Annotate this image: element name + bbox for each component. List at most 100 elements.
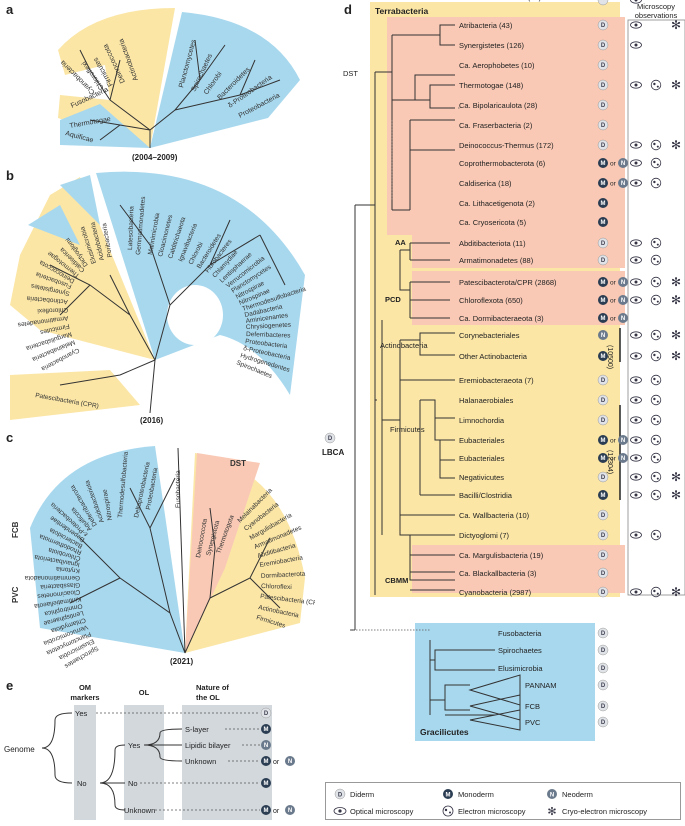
electron-microscopy-icon-dot1 (653, 353, 656, 357)
taxon-row: Halanaerobiales D (459, 394, 662, 406)
legend-optical-icon (333, 807, 347, 815)
c-taxon-blue-14: Gemmatimonadota (24, 574, 80, 581)
membrane-badge: D (601, 553, 606, 559)
taxon-row: Armatimonadetes (88)D (459, 254, 662, 266)
taxon-name: Halanaerobiales (459, 396, 513, 405)
membrane-badge-2-circle (618, 295, 628, 305)
node-dst: DST (343, 69, 358, 78)
electron-microscopy-icon-dot2 (656, 243, 659, 246)
microscopy-title-1: Microscopy (637, 2, 675, 11)
taxon-name: Eubacteriales (459, 436, 505, 445)
optical-microscopy-icon-pupil (634, 0, 638, 2)
panel-c-dst-wedge (185, 453, 260, 653)
panel-a-blue-wedge (150, 12, 300, 148)
electron-microscopy-icon-dot2 (656, 458, 659, 461)
optical-microscopy-icon (630, 21, 642, 29)
microscopy-title-2: observations (635, 11, 678, 20)
b-taxon-blue-19: Deferribacteres (246, 331, 291, 340)
membrane-badge-2-circle (618, 435, 628, 445)
optical-microscopy-icon (630, 376, 642, 384)
membrane-badge-circle (597, 471, 609, 483)
or-text: or (610, 298, 617, 305)
electron-microscopy-icon-dot1 (653, 180, 656, 184)
electron-microscopy-icon (650, 414, 662, 426)
panel-d-tree: Terrabacteria Gracilicutes Microscopy ob… (322, 0, 685, 741)
taxon-row: Ca. Melainabacteria (58)D (459, 0, 642, 6)
membrane-badge: D (601, 398, 606, 404)
taxon-name: Eremiobacteraeota (7) (459, 376, 534, 385)
optical-microscopy-icon (630, 141, 642, 149)
optical-microscopy-icon-pupil (634, 181, 638, 185)
membrane-badge-2: N (621, 456, 625, 462)
graci-taxon-name: PANNAM (525, 681, 557, 690)
legend-electron: Electron microscopy (458, 807, 526, 816)
membrane-badge: D (601, 241, 606, 247)
taxon-row: Ca. Lithacetigenota (2)M (459, 198, 608, 208)
electron-microscopy-icon-dot1 (653, 142, 656, 146)
membrane-badge: D (601, 631, 606, 637)
membrane-badge: N (601, 333, 605, 339)
dst-box (387, 17, 625, 235)
panel-b-yellow-outer (10, 370, 140, 420)
taxon-row: Atribacteria (43)D✻ (459, 18, 681, 32)
membrane-badge-circle (598, 435, 608, 445)
membrane-badge-circle (597, 509, 609, 521)
e-yes-ol: Yes (128, 741, 140, 750)
legend-cryo: Cryo-electron microscopy (562, 807, 647, 816)
panel-a-years: (2004–2009) (132, 153, 178, 162)
membrane-badge: D (601, 63, 606, 69)
e-head-nature-2: the OL (196, 693, 220, 702)
electron-microscopy-icon-dot2 (656, 356, 659, 359)
e-col-nature (182, 705, 272, 820)
e-badge-d: D (264, 711, 269, 717)
electron-microscopy-icon-dot1 (653, 240, 656, 244)
taxon-name: Cyanobacteria (2987) (459, 588, 532, 597)
or-text: or (610, 181, 617, 188)
c-outgroup: Fusobacteria (175, 470, 182, 508)
electron-microscopy-icon-dot2 (656, 592, 659, 595)
membrane-badge: M (601, 456, 606, 462)
taxon-name: Patescibacterota/CPR (2868) (459, 278, 557, 287)
node-cbmm: CBMM (385, 576, 408, 585)
membrane-badge: M (601, 316, 606, 322)
c-group-dst: DST (230, 459, 246, 468)
optical-microscopy-icon (630, 159, 642, 167)
taxon-name: Ca. Aerophobetes (10) (459, 61, 535, 70)
membrane-badge-circle (597, 662, 609, 674)
panel-d-label: d (344, 2, 352, 17)
e-col-ol (124, 705, 164, 820)
membrane-badge: D (601, 378, 606, 384)
electron-microscopy-icon (650, 294, 662, 306)
membrane-badge: D (601, 475, 606, 481)
electron-microscopy-icon-dot1 (653, 455, 656, 459)
optical-microscopy-icon (630, 278, 642, 286)
taxon-name: Ca. Cryosericota (5) (459, 218, 527, 227)
electron-microscopy-icon (650, 529, 662, 541)
taxon-row: Dictyoglomi (7)D (459, 529, 662, 541)
legend-monoderm: Monoderm (458, 790, 494, 799)
membrane-badge-2-circle (618, 158, 628, 168)
taxon-row: Ca. Margulisbacteria (19)D (459, 549, 609, 561)
taxon-row: Ca. Fraserbacteria (2)D (459, 119, 609, 131)
membrane-badge-circle (598, 178, 608, 188)
panel-a-blue-wedge-2 (60, 104, 150, 148)
legend-neoderm: Neoderm (562, 790, 593, 799)
panel-c-blue-wedge (30, 446, 185, 653)
electron-microscopy-icon-dot2 (656, 400, 659, 403)
taxon-row: Ca. Aerophobetes (10) D (459, 59, 609, 71)
b-taxon-blue-18: Chrysiogenetes (246, 322, 292, 331)
membrane-badge-2-circle (618, 313, 628, 323)
taxon-name: Eubacteriales (459, 454, 505, 463)
optical-microscopy-icon-pupil (634, 280, 638, 284)
membrane-badge-circle (597, 374, 609, 386)
cryo-microscopy-icon: ✻ (671, 349, 681, 363)
taxon-name: Ca. Blackallbacteria (3) (459, 569, 537, 578)
membrane-badge-circle (597, 39, 609, 51)
electron-microscopy-icon (650, 434, 662, 446)
